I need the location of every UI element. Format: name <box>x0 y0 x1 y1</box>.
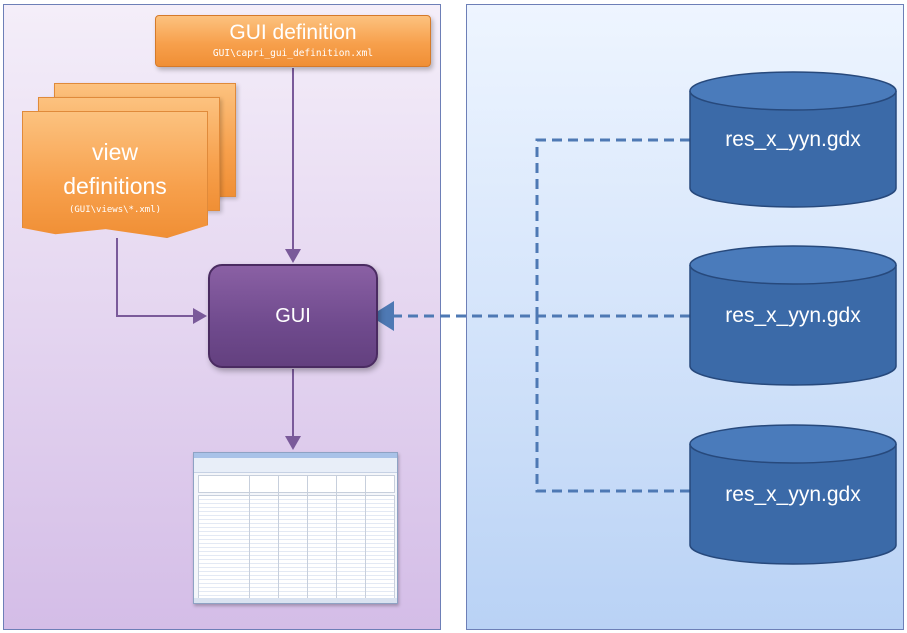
dashed-db3 <box>535 316 690 493</box>
dashed-db1 <box>535 138 690 316</box>
thumbnail-statusbar <box>194 598 397 603</box>
gui-box-label: GUI <box>275 304 311 327</box>
thumbnail-column-divider <box>278 475 279 599</box>
thumbnail-table-header <box>198 475 395 493</box>
view-definitions-title-line2: definitions <box>63 173 167 199</box>
database-label-2: res_x_yyn.gdx <box>725 304 861 327</box>
gui-definition-path: GUI\capri_gui_definition.xml <box>212 48 374 59</box>
view-definitions-path: (GUI\views\*.xml) <box>68 205 162 215</box>
gui-screenshot-thumbnail <box>193 452 398 604</box>
database-label-1: res_x_yyn.gdx <box>725 128 861 151</box>
database-label-3: res_x_yyn.gdx <box>725 483 861 506</box>
thumbnail-table-rows <box>198 495 395 599</box>
thumbnail-column-divider <box>336 475 337 599</box>
thumbnail-toolbar <box>194 458 397 473</box>
database-cylinder-2 <box>689 245 897 386</box>
database-cylinder-1 <box>689 71 897 208</box>
view-page-front <box>22 111 208 238</box>
gui-box: GUI <box>208 264 378 368</box>
view-definitions-label: view definitions (GUI\views\*.xml) <box>22 135 208 215</box>
thumbnail-column-divider <box>307 475 308 599</box>
thumbnail-titlebar <box>194 453 397 458</box>
view-definitions-title-line1: view <box>91 139 138 165</box>
thumbnail-column-divider <box>249 475 250 599</box>
gui-definition-box: GUI definition GUI\capri_gui_definition.… <box>155 15 431 67</box>
arrow-views-to-gui <box>116 238 207 324</box>
thumbnail-column-divider <box>365 475 366 599</box>
gui-definition-title: GUI definition <box>229 21 357 44</box>
database-cylinder-3 <box>689 424 897 565</box>
